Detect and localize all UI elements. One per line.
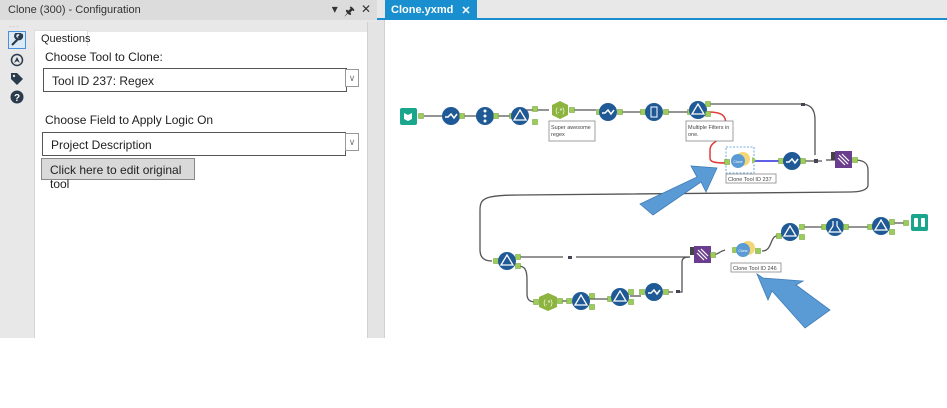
compass-icon[interactable]	[8, 51, 26, 69]
select-tool[interactable]	[442, 107, 465, 125]
close-icon[interactable]: ✕	[360, 2, 371, 16]
clone-glyph: Clone	[738, 249, 747, 253]
dropdown-icon[interactable]: ▾	[331, 2, 338, 16]
filter-tool[interactable]	[776, 223, 805, 241]
annotation-clone-237: Clone Tool ID 237	[725, 173, 777, 184]
browse-tool[interactable]	[903, 214, 929, 231]
edit-original-tool-button[interactable]: Click here to edit original tool	[41, 158, 195, 191]
svg-text:Clone Tool ID 237: Clone Tool ID 237	[728, 177, 772, 183]
annotation-filter: Multiple Filters in one.	[685, 120, 734, 142]
overflow-dots: ···	[9, 22, 20, 31]
filter-tool[interactable]	[493, 252, 521, 270]
filter-tool[interactable]	[509, 106, 538, 126]
annotation-line: Super awesome	[551, 125, 591, 131]
svg-text:?: ?	[14, 93, 20, 104]
wrench-icon[interactable]	[8, 31, 26, 49]
wire-markers	[568, 103, 818, 293]
annotation-line: regex	[551, 132, 565, 138]
tab-clone-yxmd[interactable]: Clone.yxmd ✕	[385, 0, 477, 20]
config-scrollbar[interactable]	[367, 22, 377, 338]
svg-text:(.*): (.*)	[543, 300, 552, 307]
union-tool[interactable]	[831, 151, 858, 168]
connection-wires	[424, 103, 907, 303]
help-icon[interactable]: ?	[8, 88, 26, 106]
tab-questions[interactable]: Questions	[34, 30, 91, 46]
filter-tool[interactable]	[566, 292, 595, 310]
config-panel-header: Clone (300) - Configuration ▾ 🖈 ✕	[0, 0, 377, 20]
callout-arrow-icon	[756, 272, 831, 329]
callout-arrow-icon	[639, 165, 718, 216]
close-icon[interactable]: ✕	[461, 5, 471, 17]
config-icon-bar: ··· ?	[5, 22, 27, 338]
svg-text:(.*): (.*)	[555, 108, 564, 115]
select-tool[interactable]	[639, 283, 669, 301]
field-select[interactable]: Project Description	[42, 132, 346, 156]
workflow-canvas[interactable]: (.*) Super awesome regex Mu	[385, 22, 947, 408]
configuration-panel: Clone (300) - Configuration ▾ 🖈 ✕ ··· ?	[0, 0, 377, 338]
annotation-line: Multiple Filters in	[688, 125, 729, 131]
text-to-columns-tool[interactable]	[640, 103, 669, 121]
annotation-line: one.	[688, 132, 699, 138]
clone-tool-237[interactable]: Clone	[724, 146, 757, 174]
tab-title: Clone.yxmd	[391, 4, 454, 16]
chevron-down-icon[interactable]: ∨	[345, 133, 359, 151]
formula-tool[interactable]	[821, 218, 849, 236]
filter-tool[interactable]	[687, 101, 711, 119]
annotation-clone-246: Clone Tool ID 246	[730, 262, 782, 273]
field-label: Choose Field to Apply Logic On	[45, 113, 214, 127]
select-tool[interactable]	[778, 152, 806, 170]
chevron-down-icon[interactable]: ∨	[345, 69, 359, 87]
pin-icon[interactable]: 🖈	[343, 4, 355, 18]
union-tool[interactable]	[690, 246, 716, 263]
filter-tool[interactable]	[867, 217, 895, 235]
clone-tool-246[interactable]: Clone	[732, 241, 761, 257]
annotation-regex: Super awesome regex	[548, 120, 596, 142]
tag-icon[interactable]	[8, 70, 26, 88]
clone-glyph: Clone	[733, 160, 742, 164]
svg-text:Clone Tool ID 246: Clone Tool ID 246	[733, 266, 777, 272]
document-tabstrip: Clone.yxmd ✕	[377, 0, 947, 20]
select-tool[interactable]	[596, 103, 623, 121]
canvas-splitter[interactable]	[377, 20, 385, 338]
tool-to-clone-label: Choose Tool to Clone:	[45, 50, 163, 64]
input-data-tool[interactable]	[400, 108, 424, 125]
config-panel-title: Clone (300) - Configuration	[8, 4, 141, 16]
filter-tool[interactable]	[607, 288, 634, 306]
regex-tool[interactable]: (.*)	[533, 293, 563, 311]
regex-tool[interactable]: (.*)	[552, 101, 575, 119]
multi-field-tool[interactable]	[476, 107, 499, 125]
tool-to-clone-select[interactable]: Tool ID 237: Regex	[43, 68, 347, 92]
